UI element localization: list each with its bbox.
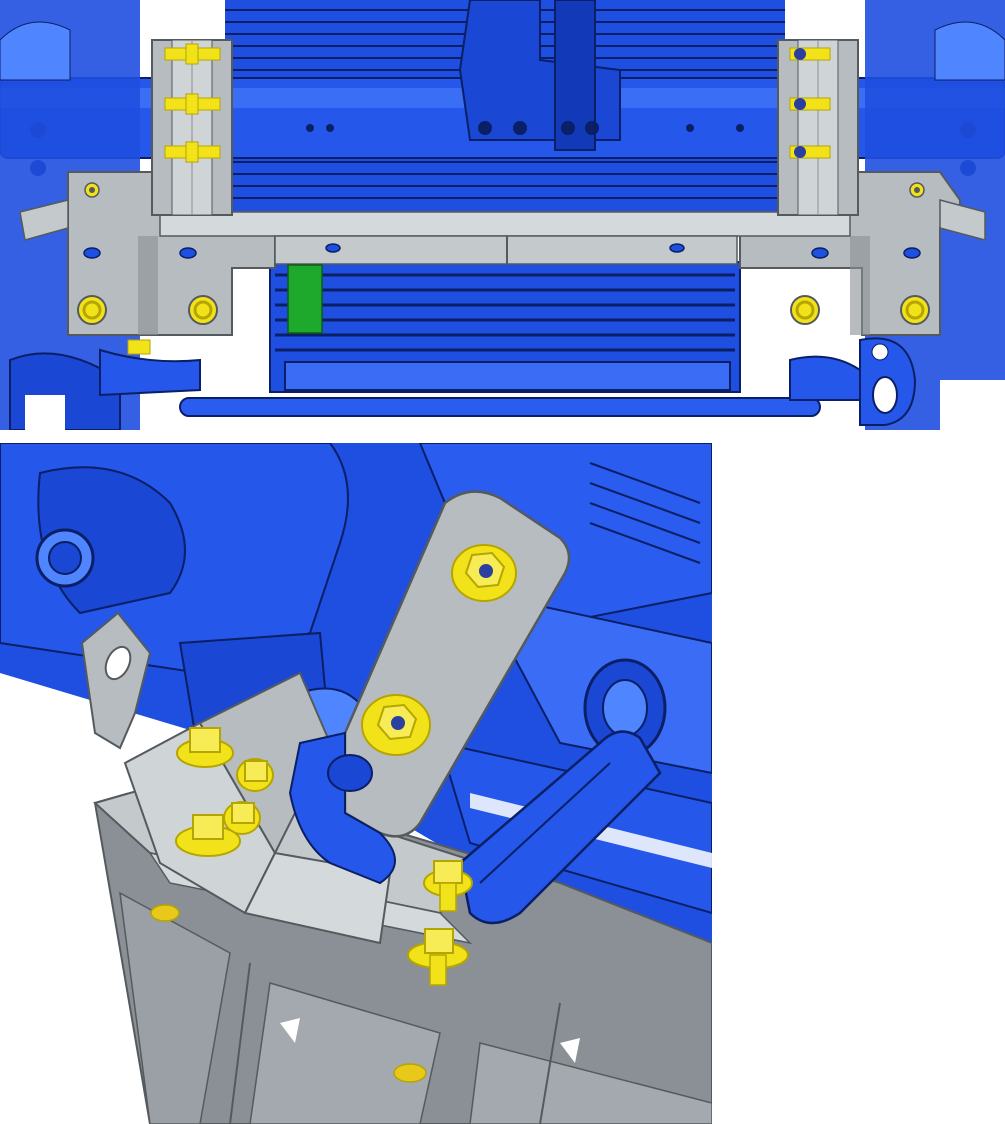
- iso-bolt: [223, 801, 261, 835]
- stack-bolt: [164, 93, 221, 115]
- iso-bolt: [175, 814, 241, 857]
- front-bolt: [188, 295, 218, 325]
- right-stack-bolts: [789, 47, 831, 159]
- left-vertical-bracket: [151, 39, 233, 216]
- iso-bolt: [361, 694, 431, 756]
- right-vertical-bracket: [777, 39, 859, 216]
- iso-bolt: [176, 727, 234, 768]
- iso-bolt: [451, 544, 517, 602]
- front-bolt: [77, 295, 107, 325]
- stack-bolt: [164, 141, 221, 163]
- iso-left-tab: [80, 611, 152, 750]
- iso-bolt: [393, 1063, 427, 1083]
- front-view-panel: [0, 0, 1005, 430]
- corner-nut-right: [909, 182, 925, 198]
- iso-bolt: [407, 928, 469, 986]
- isometric-view-drawing: [0, 443, 712, 1124]
- isometric-view-panel: [0, 443, 712, 1124]
- iso-bolts: [150, 544, 517, 1083]
- stack-bolt: [789, 97, 831, 111]
- iso-bolt: [150, 904, 180, 922]
- small-yellow-part: [127, 339, 151, 355]
- left-stack-bolts: [164, 43, 221, 163]
- iso-bolt: [423, 860, 473, 912]
- stack-bolt: [789, 145, 831, 159]
- front-bolts: [77, 295, 930, 325]
- iso-right-arm: [458, 730, 662, 925]
- front-bolt: [790, 295, 820, 325]
- stack-bolt: [789, 47, 831, 61]
- stack-bolt: [164, 43, 221, 65]
- front-bolt: [900, 295, 930, 325]
- corner-nut-left: [84, 182, 100, 198]
- front-view-drawing: [0, 0, 1005, 430]
- iso-bolt: [236, 758, 274, 792]
- green-marker-block: [287, 264, 323, 334]
- bumper-bracket-front: [19, 171, 986, 336]
